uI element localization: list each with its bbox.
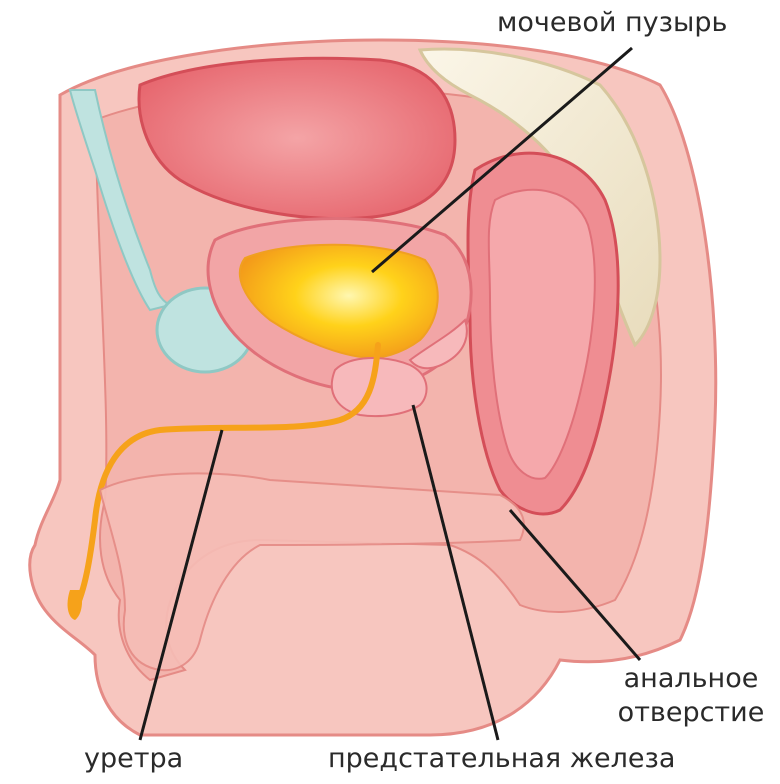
label-anal-line2: отверстие — [612, 696, 770, 730]
label-bladder: мочевой пузырь — [497, 6, 727, 40]
label-urethra: уретра — [84, 742, 183, 776]
label-anal-line1: анальное — [612, 662, 770, 696]
label-anal-opening: анальное отверстие — [612, 662, 770, 730]
label-prostate: предстательная железа — [328, 742, 675, 776]
